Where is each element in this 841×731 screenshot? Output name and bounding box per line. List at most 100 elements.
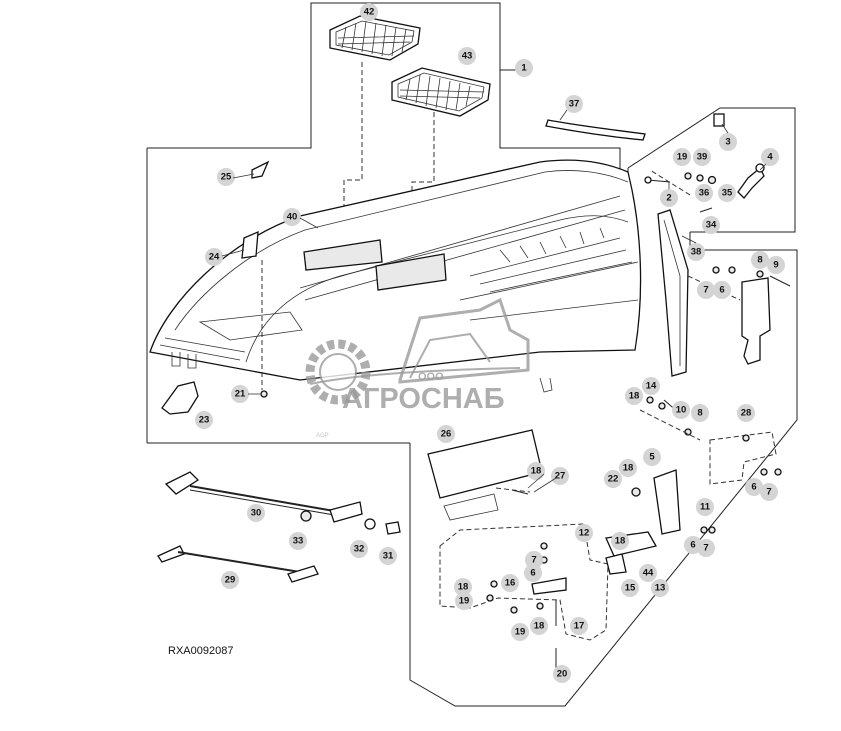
svg-text:32: 32 (354, 544, 365, 555)
callout-7: 7 (697, 281, 715, 299)
svg-text:8: 8 (757, 255, 762, 266)
callout-19c: 19 (511, 623, 529, 641)
svg-text:6: 6 (690, 540, 695, 551)
svg-text:27: 27 (555, 471, 566, 482)
svg-text:18: 18 (534, 621, 545, 632)
svg-text:16: 16 (505, 578, 516, 589)
callout-43: 43 (458, 47, 476, 65)
faded-label: AGP (316, 433, 329, 439)
callout-32: 32 (350, 540, 368, 558)
callout-6b: 6 (745, 478, 763, 496)
callout-18e: 18 (454, 578, 472, 596)
callout-36: 36 (695, 184, 713, 202)
svg-text:31: 31 (383, 551, 394, 562)
callout-14: 14 (642, 377, 660, 395)
svg-text:1: 1 (521, 63, 527, 74)
svg-text:7: 7 (703, 285, 708, 296)
svg-text:42: 42 (364, 7, 375, 18)
trim-strip-37 (545, 119, 646, 141)
svg-text:7: 7 (766, 487, 771, 498)
svg-text:18: 18 (458, 582, 469, 593)
svg-text:10: 10 (676, 405, 687, 416)
callout-21: 21 (231, 385, 249, 403)
callout-8: 8 (751, 251, 769, 269)
callout-34: 34 (702, 216, 720, 234)
svg-text:19: 19 (515, 627, 526, 638)
callout-7d: 7 (525, 551, 543, 569)
callout-18d: 18 (611, 532, 629, 550)
callout-10: 10 (672, 401, 690, 419)
svg-text:28: 28 (741, 408, 752, 419)
svg-text:11: 11 (700, 502, 711, 513)
svg-text:39: 39 (697, 152, 708, 163)
callout-39: 39 (693, 148, 711, 166)
svg-text:25: 25 (221, 172, 232, 183)
callout-24: 24 (205, 248, 223, 266)
svg-text:15: 15 (625, 583, 636, 594)
svg-text:18: 18 (615, 536, 626, 547)
callout-31: 31 (379, 547, 397, 565)
watermark-name: АГРОСНАБ (342, 383, 505, 415)
rod-30 (164, 471, 401, 535)
svg-text:33: 33 (293, 536, 304, 547)
vent-43 (391, 67, 491, 117)
callout-6: 6 (713, 281, 731, 299)
svg-text:26: 26 (441, 429, 452, 440)
callout-27: 27 (551, 467, 569, 485)
svg-text:6: 6 (751, 482, 756, 493)
svg-text:12: 12 (579, 528, 590, 539)
callout-38: 38 (687, 243, 705, 261)
svg-text:40: 40 (287, 212, 298, 223)
callout-7c: 7 (697, 539, 715, 557)
svg-text:9: 9 (773, 260, 778, 271)
callout-3: 3 (719, 133, 737, 151)
callout-37: 37 (565, 95, 583, 113)
callout-22: 22 (604, 470, 622, 488)
callout-12: 12 (575, 524, 593, 542)
callout-11: 11 (696, 498, 714, 516)
callout-13: 13 (651, 579, 669, 597)
callout-18: 18 (625, 387, 643, 405)
svg-text:5: 5 (649, 452, 655, 463)
callout-2: 2 (660, 189, 678, 207)
callout-1: 1 (515, 59, 533, 77)
svg-text:36: 36 (699, 188, 710, 199)
svg-text:21: 21 (235, 389, 246, 400)
svg-text:14: 14 (646, 381, 657, 392)
callout-18c: 18 (619, 459, 637, 477)
watermark-prefix: ООО (418, 371, 444, 383)
callout-40: 40 (283, 208, 301, 226)
callout-9: 9 (767, 256, 785, 274)
callout-26: 26 (437, 425, 455, 443)
callout-7b: 7 (760, 483, 778, 501)
vent-42 (329, 15, 421, 61)
callout-23: 23 (195, 411, 213, 429)
frame-outlines (146, 2, 798, 707)
rod-29 (157, 545, 319, 583)
callout-18f: 18 (530, 617, 548, 635)
callout-6d: 6 (524, 564, 542, 582)
svg-text:30: 30 (251, 508, 262, 519)
callout-4: 4 (761, 148, 779, 166)
svg-text:38: 38 (691, 247, 702, 258)
reference-code: RXA0092087 (168, 645, 233, 657)
svg-text:24: 24 (209, 252, 220, 263)
callout-42: 42 (360, 3, 378, 21)
callout-8b: 8 (691, 404, 709, 422)
svg-text:22: 22 (608, 474, 619, 485)
svg-text:43: 43 (462, 51, 473, 62)
svg-text:29: 29 (225, 575, 236, 586)
svg-text:7: 7 (531, 555, 536, 566)
callout-35: 35 (718, 184, 736, 202)
svg-text:18: 18 (623, 463, 634, 474)
leader-lines (221, 109, 767, 493)
callout-29: 29 (221, 571, 239, 589)
pillar-trim-38 (657, 209, 689, 377)
svg-text:18: 18 (531, 466, 542, 477)
svg-text:19: 19 (677, 152, 688, 163)
callout-5: 5 (643, 448, 661, 466)
callout-19: 19 (673, 148, 691, 166)
callout-25: 25 (217, 168, 235, 186)
svg-text:3: 3 (725, 137, 730, 148)
bracket-24 (241, 230, 259, 259)
